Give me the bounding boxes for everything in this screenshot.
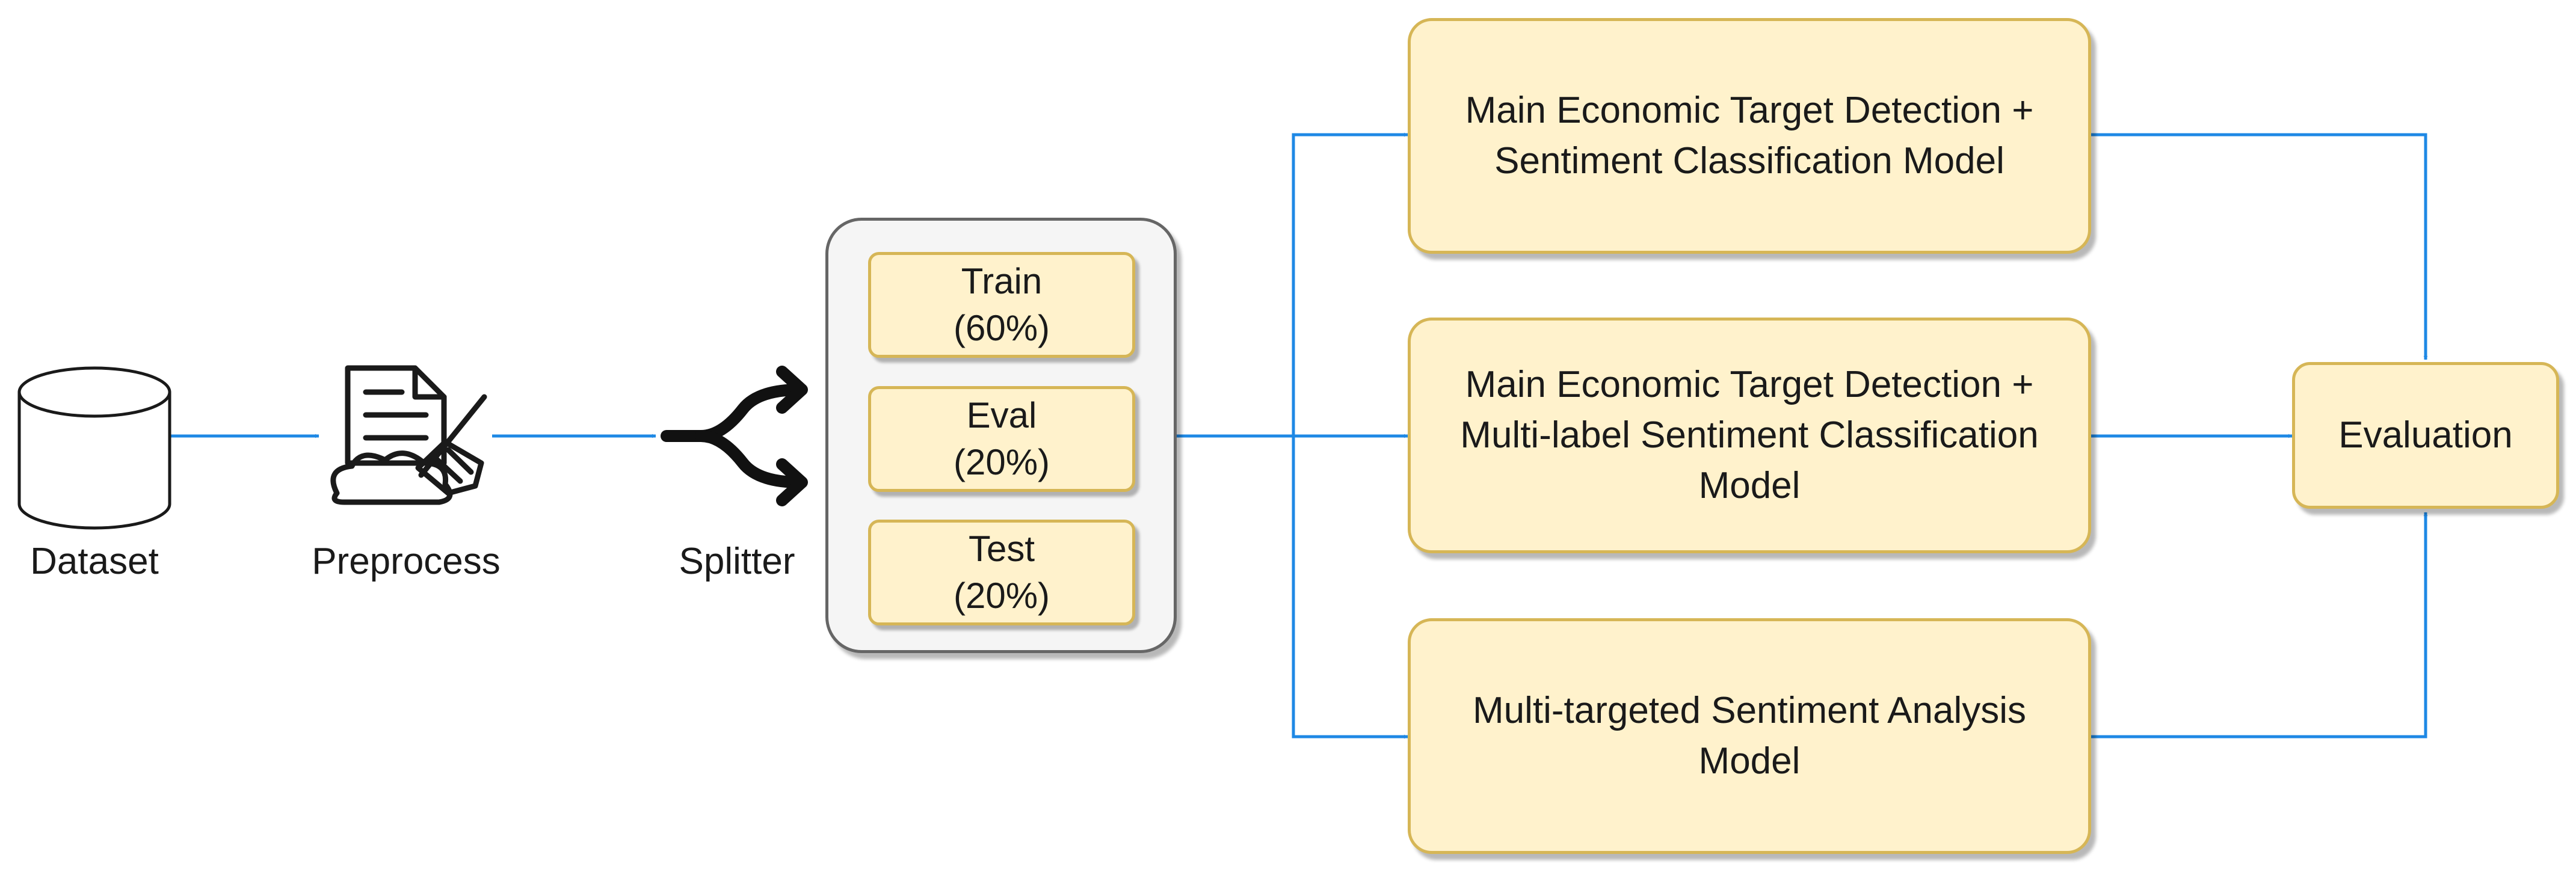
eval-split-ratio: (20%) xyxy=(953,442,1050,482)
eval-split-box: Eval (20%) xyxy=(868,386,1135,492)
eval-split-name: Eval xyxy=(966,395,1037,435)
splitter-label: Splitter xyxy=(679,541,795,582)
document-cleaning-icon xyxy=(320,350,492,522)
model3-line1: Multi-targeted Sentiment Analysis xyxy=(1472,690,2027,732)
edge-split-model1 xyxy=(1292,132,1408,436)
evaluation-label: Evaluation xyxy=(2338,414,2513,456)
train-split-name: Train xyxy=(961,261,1043,301)
test-split-ratio: (20%) xyxy=(953,576,1050,616)
model1-line2: Sentiment Classification Model xyxy=(1494,140,2004,182)
dataset-label: Dataset xyxy=(30,541,159,582)
database-icon xyxy=(17,366,171,530)
test-split-box: Test (20%) xyxy=(868,520,1135,625)
preprocess-label: Preprocess xyxy=(312,541,501,582)
evaluation-box: Evaluation xyxy=(2292,362,2559,509)
model2-line3: Model xyxy=(1698,464,1801,506)
train-split-ratio: (60%) xyxy=(953,308,1050,348)
edge-model3-evaluation xyxy=(2091,512,2428,738)
model3-line2: Model xyxy=(1698,740,1801,782)
model-multitarget-box: Multi-targeted Sentiment Analysis Model xyxy=(1408,618,2091,854)
model-target-sentiment-box: Main Economic Target Detection + Sentime… xyxy=(1408,18,2091,254)
model2-line2: Multi-label Sentiment Classification xyxy=(1460,414,2039,456)
test-split-name: Test xyxy=(968,529,1035,569)
model2-line1: Main Economic Target Detection + xyxy=(1465,364,2034,406)
model-target-multilabel-box: Main Economic Target Detection + Multi-l… xyxy=(1408,318,2091,553)
split-arrows-icon xyxy=(661,354,808,514)
model1-line1: Main Economic Target Detection + xyxy=(1465,90,2034,132)
train-split-box: Train (60%) xyxy=(868,252,1135,358)
edge-split-model3 xyxy=(1292,436,1408,739)
edge-model1-evaluation xyxy=(2091,133,2428,360)
data-split-container: Train (60%) Eval (20%) Test (20%) xyxy=(825,218,1177,653)
